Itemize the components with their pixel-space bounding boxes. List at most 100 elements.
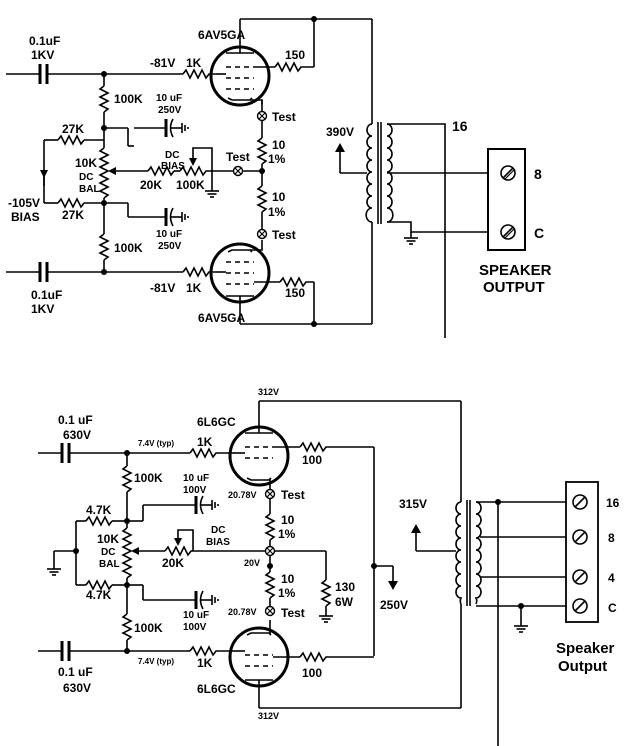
bottom-screen-resistor-1 (299, 441, 374, 453)
top-screen-resistor-1 (274, 61, 314, 73)
bottom-cathode-voltage-2: 20.78V (228, 607, 257, 617)
bottom-tap-8: 8 (608, 531, 615, 545)
top-tube-2 (209, 240, 280, 324)
top-input-cap-1 (6, 64, 183, 84)
bottom-bypass-cap-2-label: 10 uF (183, 610, 209, 621)
top-cap1-label: 0.1uF (29, 34, 60, 48)
bottom-tap-c: C (608, 601, 617, 615)
top-tube-1 (209, 19, 275, 112)
bottom-speaker-terminal[interactable] (565, 481, 599, 623)
bottom-bypass-cap-1-label: 10 uF (183, 473, 209, 484)
top-grid-leak-1-label: 100K (114, 92, 143, 106)
top-dc-bal-label-2: BAL (79, 184, 100, 195)
top-cathode-resistor-1-tolerance: 1% (268, 152, 286, 166)
top-tube-1-label: 6AV5GA (198, 28, 245, 42)
top-tap-8: 8 (534, 166, 542, 182)
top-grid-voltage-2: -81V (150, 281, 175, 295)
bottom-dc-bias-label-2: BIAS (206, 537, 230, 548)
top-bal-resistor-1-label: 27K (62, 122, 84, 136)
bottom-bal-resistor-2 (85, 579, 113, 591)
bottom-grid-leak-2-label: 100K (134, 621, 163, 635)
bottom-output-transformer (411, 401, 578, 746)
bottom-grid-leak-1 (121, 465, 133, 493)
top-tap-16: 16 (452, 118, 468, 134)
top-bypass-cap-2-voltage: 250V (158, 241, 182, 252)
bottom-screen-resistor-2 (299, 651, 374, 663)
bottom-tube-2-label: 6L6GC (197, 682, 236, 696)
top-cap1-voltage: 1KV (31, 48, 54, 62)
bottom-dc-bal-label-1: DC (101, 547, 115, 558)
top-cathode-resistor-2-tolerance: 1% (268, 205, 286, 219)
bottom-shunt-resistor-watts: 6W (335, 595, 354, 609)
top-grid-leak-2-label: 100K (114, 241, 143, 255)
bottom-dc-bal-pot-label: 10K (97, 532, 119, 546)
top-bal-resistor-2 (57, 197, 85, 209)
bottom-cathode-shunt-resistor (320, 579, 332, 607)
top-bias-resistor (147, 165, 175, 177)
top-cathode-resistor-2-label: 10 (272, 190, 286, 204)
bottom-grid-voltage-2: 7.4V (typ) (138, 657, 174, 666)
bottom-dc-bal-label-2: BAL (99, 559, 120, 570)
bottom-bias-resistor-label: 20K (162, 556, 184, 570)
bottom-bal-resistor-2-label: 4.7K (86, 588, 112, 602)
bottom-grid-resistor-2 (189, 645, 230, 657)
bottom-dc-bias-pot (164, 545, 266, 557)
top-bias-label: BIAS (11, 210, 40, 224)
bottom-plate-voltage-2: 312V (258, 711, 279, 721)
top-grid-voltage-1: -81V (150, 56, 175, 70)
bottom-shunt-resistor-label: 130 (335, 580, 355, 594)
top-speaker-terminal[interactable] (487, 148, 526, 251)
bottom-bypass-cap-2-voltage: 100V (183, 622, 207, 633)
top-circuit: 0.1uF 1KV -81V 1K 0.1uF 1KV -81V 1K 100K… (6, 16, 552, 338)
bottom-grid-voltage-1: 7.4V (typ) (138, 439, 174, 448)
bottom-bal-resistor-1-label: 4.7K (86, 503, 112, 517)
bottom-speaker-label-1: Speaker (556, 640, 615, 657)
bottom-bal-resistor-1 (85, 515, 113, 527)
top-cap2-label: 0.1uF (31, 288, 62, 302)
top-grid-resistor-1-label: 1K (186, 56, 202, 70)
top-dc-bal-pot (98, 147, 110, 199)
bottom-tube-1-label: 6L6GC (197, 415, 236, 429)
bottom-tube-2 (228, 620, 300, 708)
top-bal-resistor-2-label: 27K (62, 208, 84, 222)
bottom-cap1-label: 0.1 uF (58, 413, 93, 427)
bottom-cathode-resistor-2-tolerance: 1% (278, 586, 296, 600)
bottom-grid-leak-2 (121, 613, 133, 641)
bottom-speaker-label-2: Output (558, 658, 607, 675)
top-speaker-label-1: SPEAKER (479, 262, 552, 279)
top-dc-bias-pot (179, 165, 212, 177)
bottom-tube-1 (228, 401, 300, 490)
bottom-circuit: 0.1 uF 630V 7.4V (typ) 1K 0.1 uF 630V 7.… (38, 387, 620, 746)
top-screen-resistor-2-label: 150 (285, 286, 305, 300)
bottom-node-voltage: 20V (244, 558, 260, 568)
top-dc-bias-label-1: DC (165, 150, 179, 161)
top-bypass-cap-2-label: 10 uF (156, 229, 182, 240)
top-grid-resistor-2-label: 1K (186, 281, 202, 295)
bottom-screen-supply: 250V (380, 598, 408, 612)
bottom-cap2-label: 0.1 uF (58, 665, 93, 679)
bottom-cathode-resistor-1-tolerance: 1% (278, 527, 296, 541)
bottom-cathode-resistor-2-label: 10 (281, 572, 295, 586)
top-bias-resistor-label: 20K (140, 178, 162, 192)
bottom-grid-resistor-1-label: 1K (197, 435, 213, 449)
bottom-b-plus: 315V (399, 497, 427, 511)
top-tube-2-label: 6AV5GA (198, 311, 245, 325)
top-input-cap-2 (6, 262, 183, 282)
top-screen-resistor-2 (279, 276, 314, 288)
top-bal-resistor-1 (57, 134, 85, 146)
top-grid-leak-1 (98, 85, 110, 113)
bottom-cathode-voltage-1: 20.78V (228, 490, 257, 500)
bottom-tap-16: 16 (606, 496, 620, 510)
bottom-grid-leak-1-label: 100K (134, 471, 163, 485)
top-b-plus: 390V (326, 125, 354, 139)
bottom-cathode-resistor-2 (264, 571, 276, 599)
bottom-dc-bias-label-1: DC (211, 525, 225, 536)
bottom-grid-resistor-1 (189, 447, 230, 459)
top-bypass-cap-1-label: 10 uF (156, 93, 182, 104)
bottom-cathode-resistor-1-label: 10 (281, 513, 295, 527)
top-screen-resistor-1-label: 150 (285, 48, 305, 62)
top-test-label-1: Test (272, 110, 296, 124)
bottom-screen-resistor-2-label: 100 (302, 666, 322, 680)
top-test-label-2: Test (272, 228, 296, 242)
bottom-bypass-cap-1-voltage: 100V (183, 485, 207, 496)
